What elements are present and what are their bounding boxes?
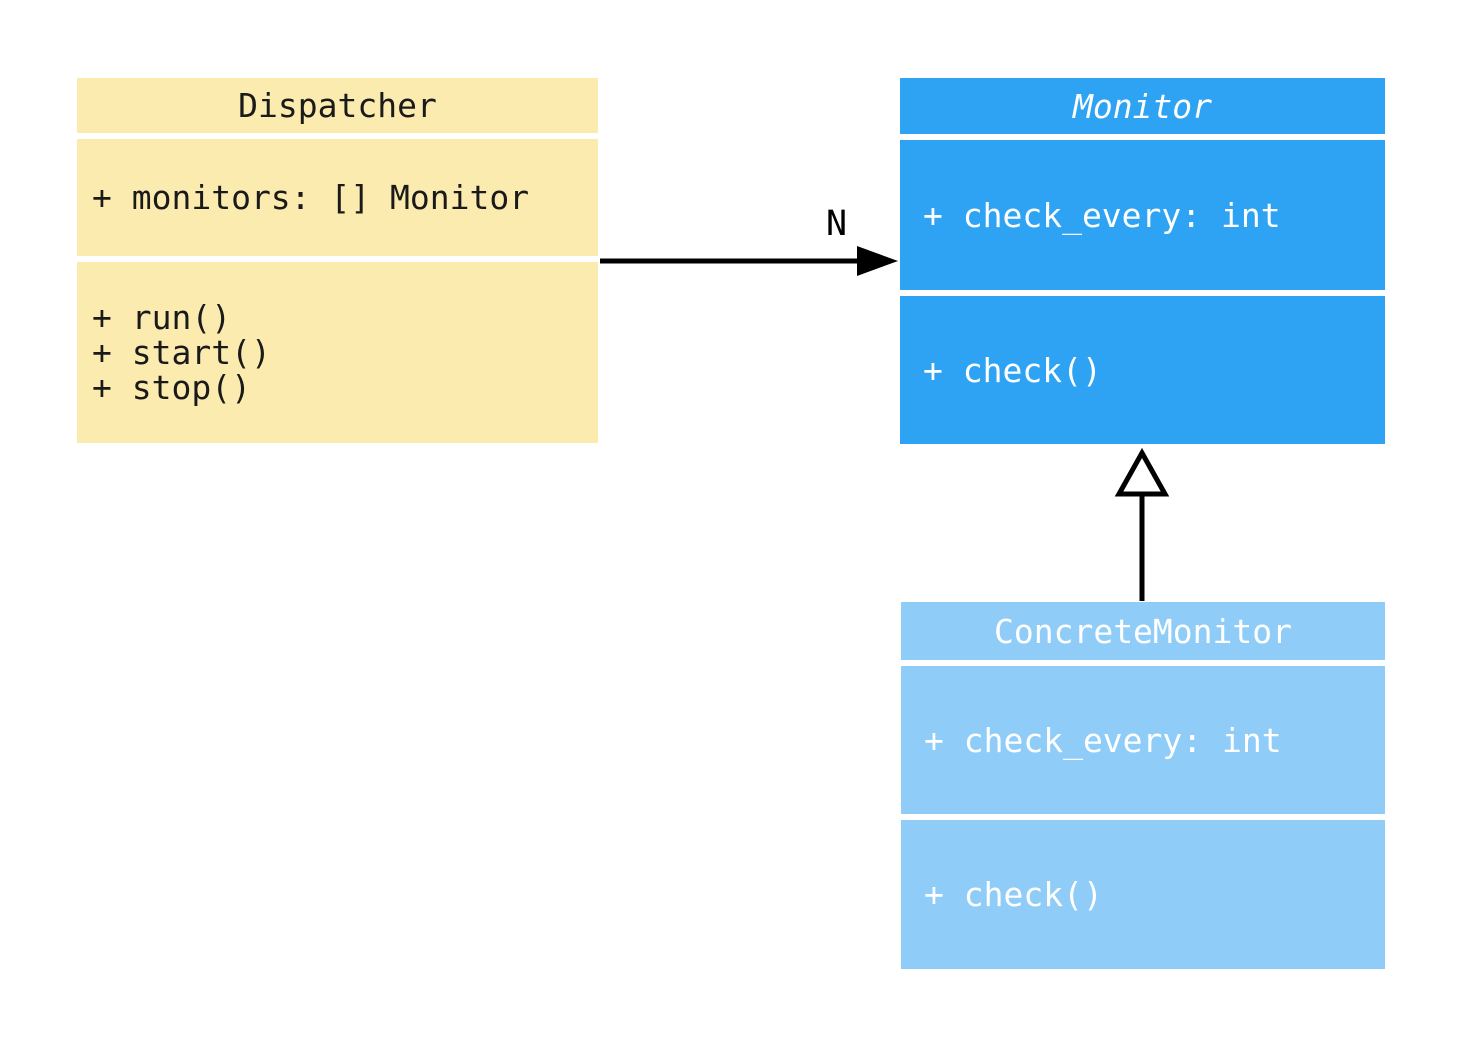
class-dispatcher-attributes: + monitors: [] Monitor [77, 139, 598, 256]
class-attribute: + check_every: int [923, 195, 1281, 235]
class-method: + check() [924, 875, 1103, 914]
class-method: + stop() [92, 368, 251, 407]
class-attribute: + check_every: int [924, 720, 1282, 760]
class-attribute: + monitors: [] Monitor [92, 178, 530, 217]
class-monitor-attributes: + check_every: int [900, 140, 1385, 290]
class-concretemonitor-name: ConcreteMonitor [901, 602, 1385, 660]
generalization-arrow [1114, 447, 1170, 601]
class-method: + check() [923, 350, 1102, 390]
class-concretemonitor: ConcreteMonitor + check_every: int + che… [901, 602, 1385, 969]
class-dispatcher-methods: + run() + start() + stop() [77, 262, 598, 443]
class-monitor-methods: + check() [900, 296, 1385, 444]
class-monitor: Monitor + check_every: int + check() [900, 78, 1385, 444]
class-method: + start() [92, 333, 271, 372]
class-dispatcher: Dispatcher + monitors: [] Monitor + run(… [77, 78, 598, 443]
class-concretemonitor-methods: + check() [901, 820, 1385, 969]
class-monitor-name: Monitor [900, 78, 1385, 134]
association-arrow [600, 246, 898, 276]
association-multiplicity-label: N [826, 204, 848, 244]
class-dispatcher-name: Dispatcher [77, 78, 598, 133]
class-method: + run() [92, 298, 232, 337]
class-concretemonitor-attributes: + check_every: int [901, 666, 1385, 814]
